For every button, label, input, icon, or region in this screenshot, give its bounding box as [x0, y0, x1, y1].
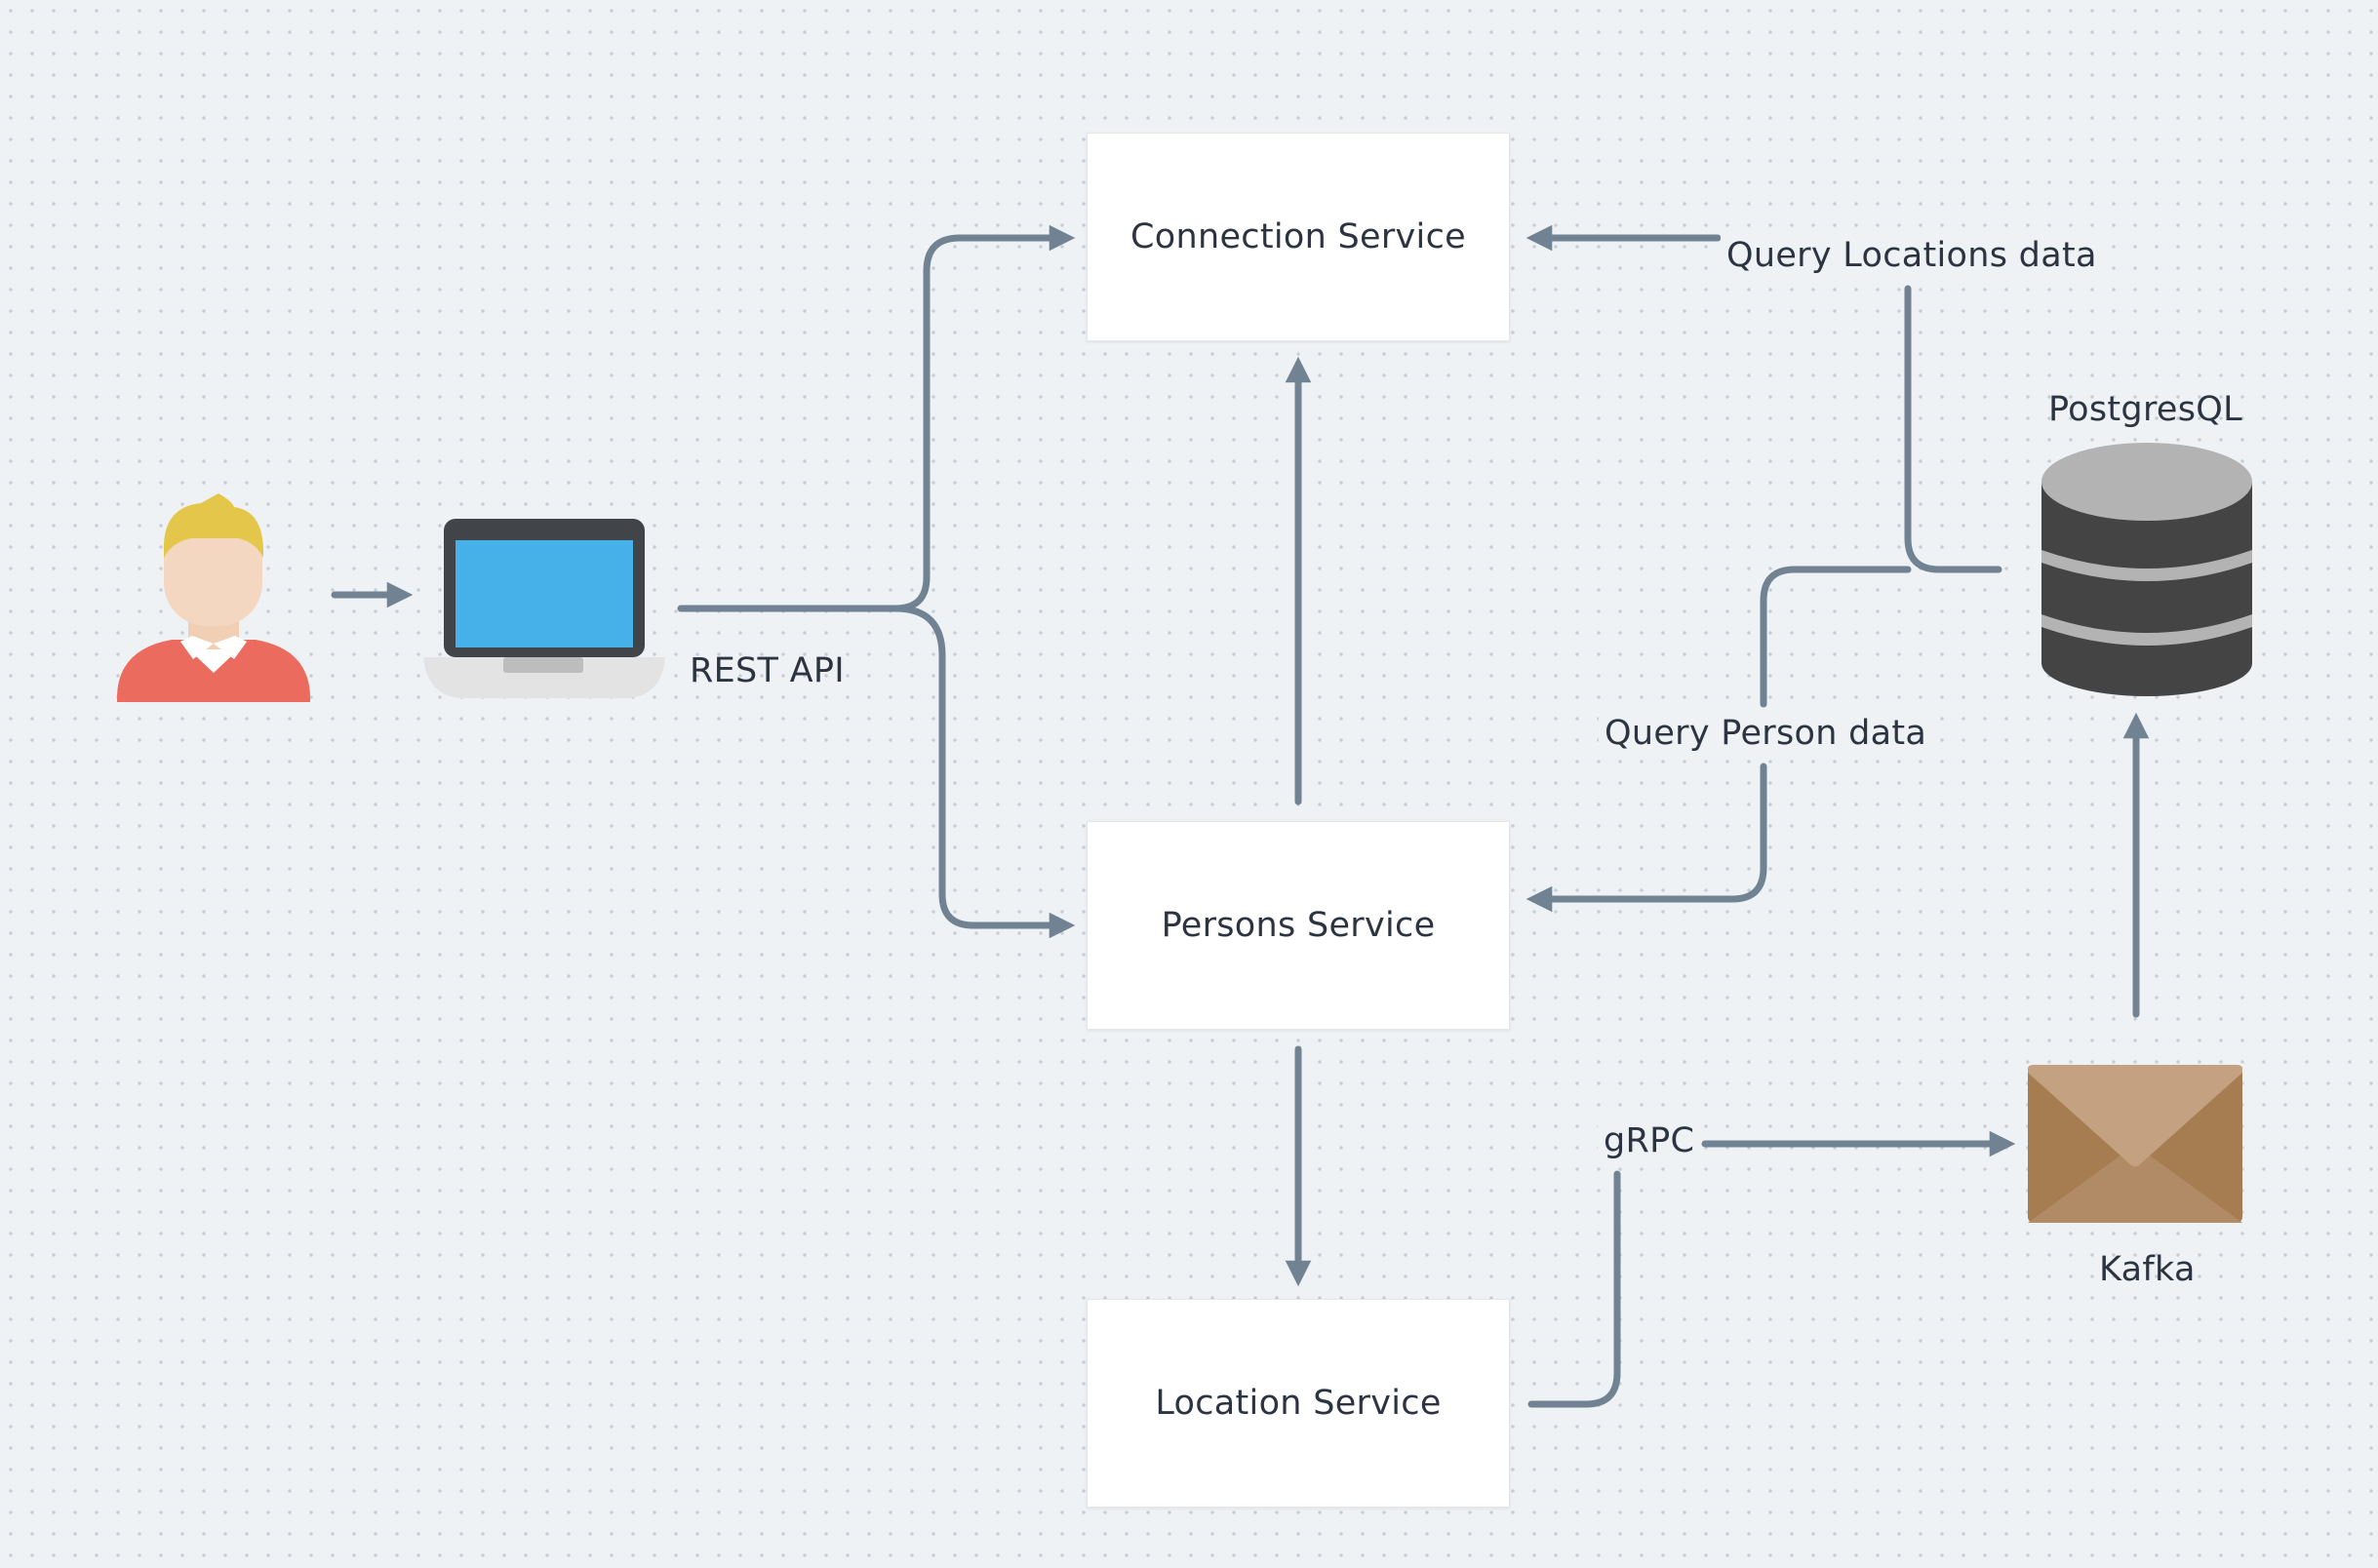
- grpc-label: gRPC: [1598, 1119, 1701, 1162]
- connection-service-box[interactable]: Connection Service: [1087, 133, 1510, 341]
- persons-service-label: Persons Service: [1161, 906, 1436, 945]
- edge-query-person-to-persons: [1526, 763, 1767, 913]
- user-icon: [117, 493, 310, 702]
- query-person-label: Query Person data: [1599, 712, 1933, 755]
- edge-rest-to-connection: [677, 224, 1076, 612]
- edge-location-to-grpc: [1527, 1170, 1621, 1408]
- rest-api-label: REST API: [690, 651, 845, 690]
- location-service-label: Location Service: [1155, 1384, 1442, 1423]
- envelope-icon: [2028, 1065, 2242, 1223]
- database-icon: [2041, 443, 2252, 696]
- edge-rest-to-persons: [892, 605, 1076, 939]
- kafka-label: Kafka: [2099, 1250, 2196, 1289]
- edge-db-to-persons-upper: [1760, 566, 1912, 708]
- connection-service-label: Connection Service: [1130, 217, 1466, 256]
- laptop-icon: [423, 519, 665, 698]
- database-label: PostgresQL: [2048, 390, 2242, 429]
- location-service-box[interactable]: Location Service: [1087, 1299, 1510, 1508]
- persons-service-box[interactable]: Persons Service: [1087, 821, 1510, 1030]
- edge-db-to-connection: [1904, 285, 2002, 573]
- query-locations-label: Query Locations data: [1721, 234, 2103, 277]
